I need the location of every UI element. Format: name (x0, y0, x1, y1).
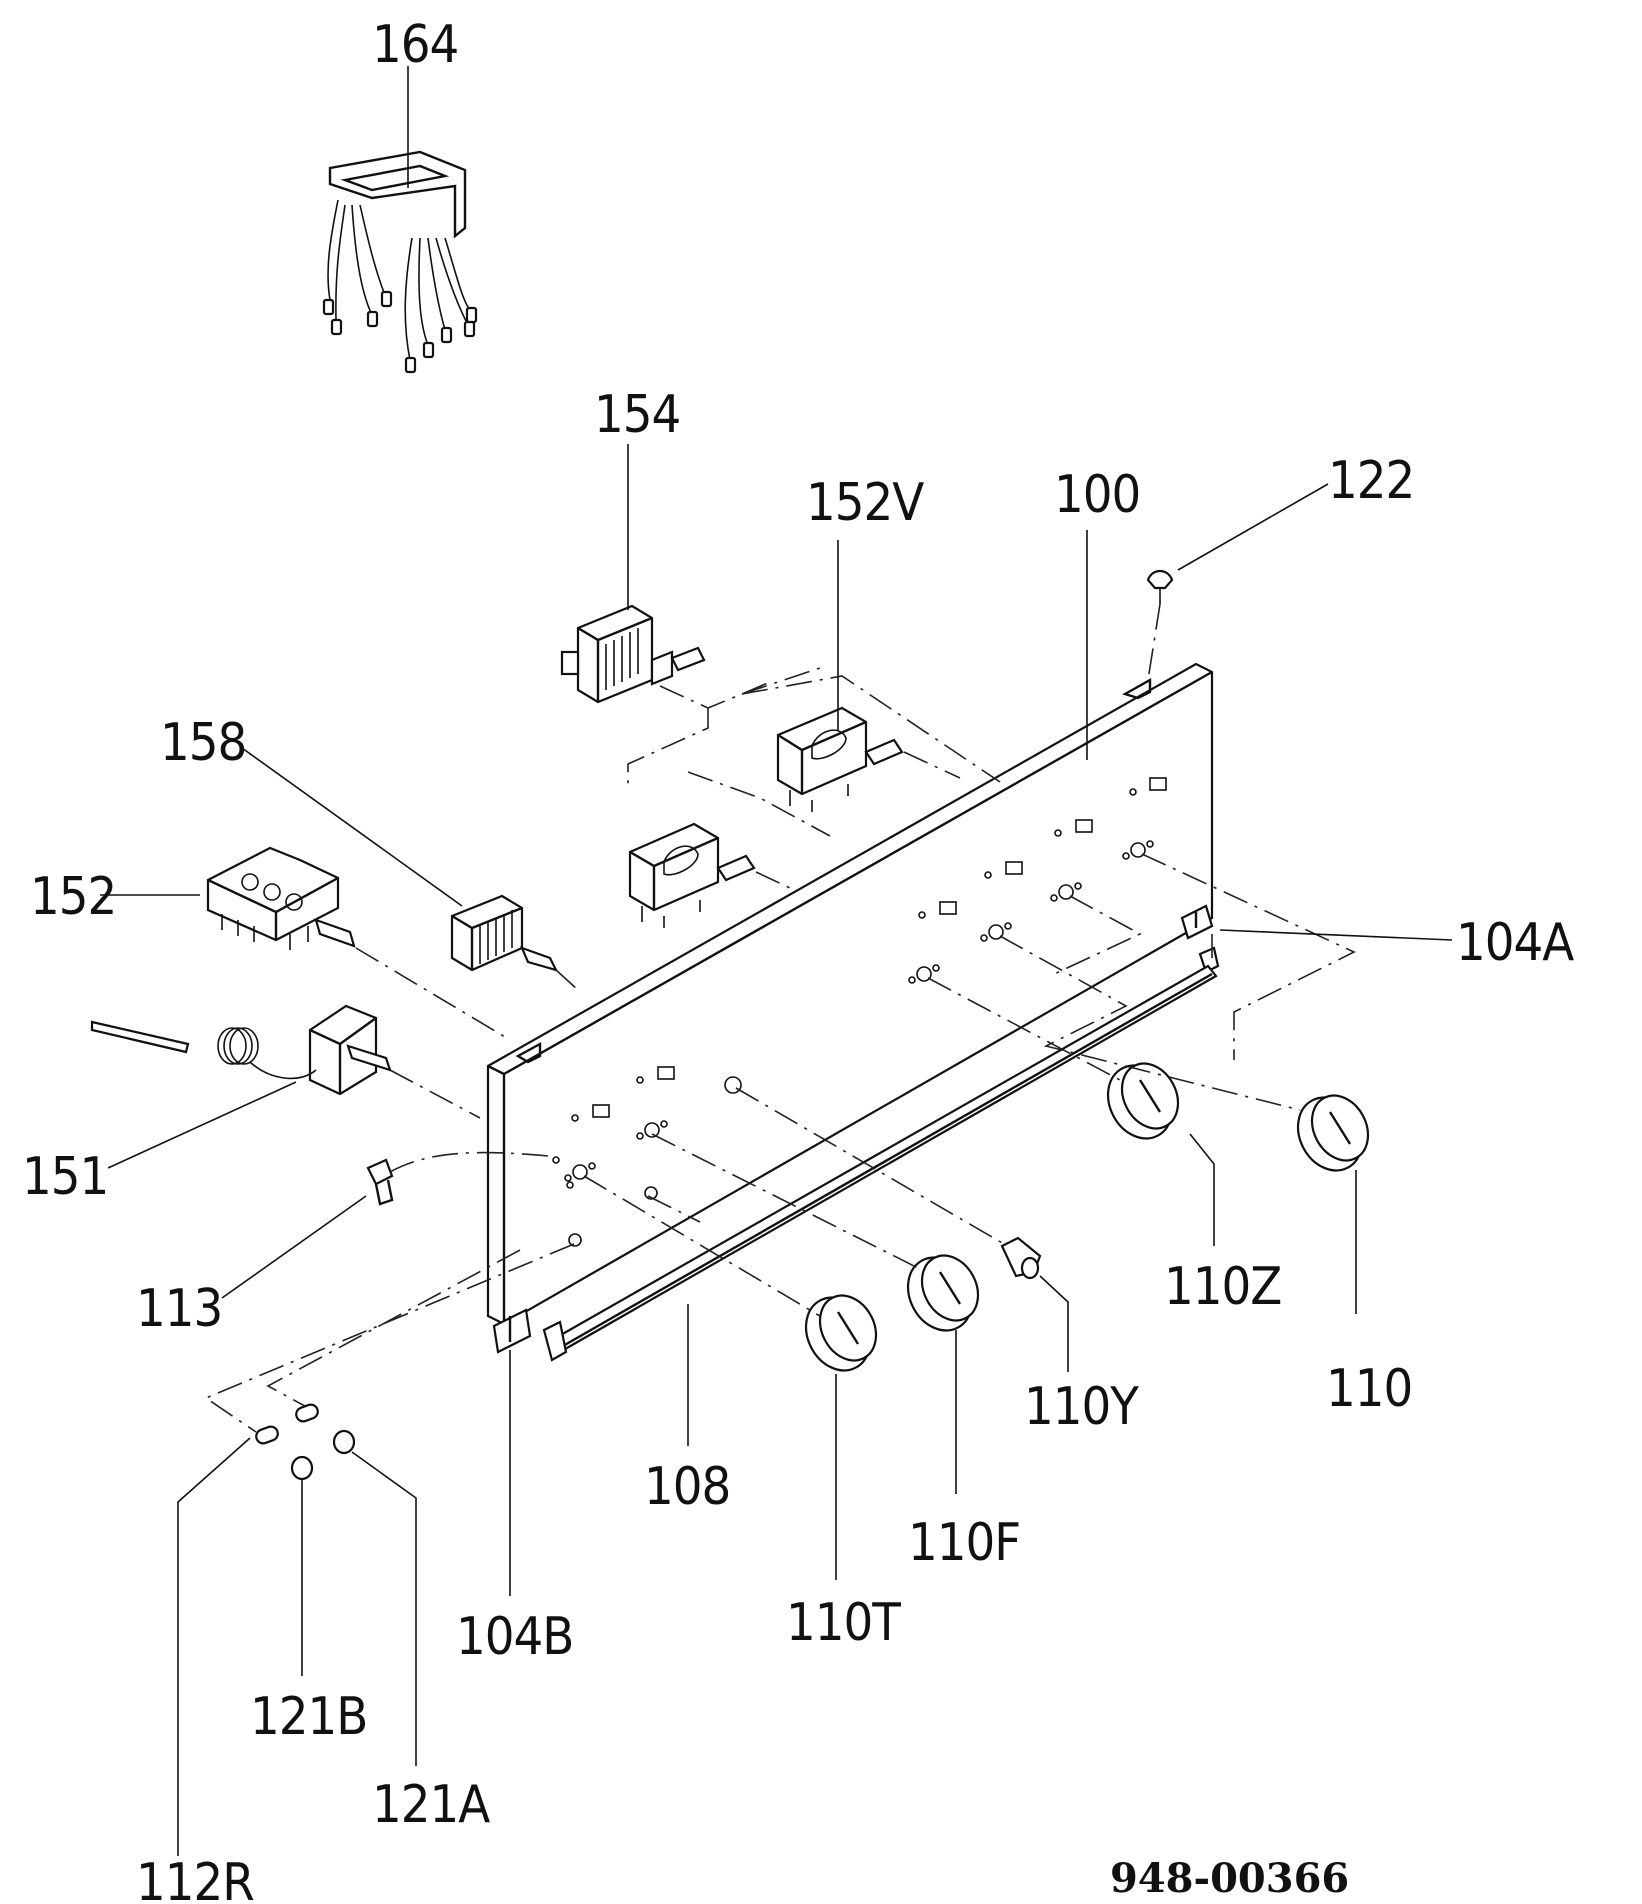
knob-guide-lines (583, 853, 1356, 1317)
label-152: 152 (30, 867, 116, 927)
switch-152V-second (628, 822, 756, 928)
label-110F: 110F (908, 1513, 1020, 1573)
label-110Z: 110Z (1164, 1257, 1281, 1317)
switch-guide-lines (627, 667, 1001, 889)
indicator-lamp-110Y (1000, 1236, 1042, 1280)
label-104B: 104B (456, 1607, 573, 1667)
label-122: 122 (1328, 451, 1414, 511)
knob-110T (804, 1294, 878, 1372)
bracket-104A (1180, 904, 1220, 974)
label-152V: 152V (806, 473, 924, 533)
label-108: 108 (644, 1457, 730, 1517)
label-110T: 110T (786, 1593, 901, 1653)
leader-lines (100, 66, 1453, 1856)
knob-110Z (1106, 1062, 1180, 1140)
label-110: 110 (1326, 1359, 1412, 1419)
label-121A: 121A (372, 1775, 490, 1835)
thermostat-151 (90, 1004, 481, 1119)
bracket-104B (492, 1308, 532, 1354)
label-154: 154 (594, 385, 680, 445)
switch-154 (560, 604, 706, 704)
label-121B: 121B (250, 1687, 367, 1747)
label-113: 113 (136, 1279, 222, 1339)
wiring-harness-164 (322, 150, 478, 374)
knob-110 (1296, 1094, 1370, 1172)
label-151: 151 (22, 1147, 108, 1207)
switch-152V (776, 706, 904, 812)
control-panel-100 (486, 662, 1214, 1326)
knob-110F (906, 1254, 980, 1332)
label-112R: 112R (136, 1853, 254, 1904)
label-104A: 104A (1456, 913, 1574, 973)
small-parts-112R-121A-121B (204, 1243, 575, 1481)
label-158: 158 (160, 713, 246, 773)
switch-158 (450, 894, 579, 991)
switch-152 (206, 846, 511, 1041)
drawing-code: 948-00366 (1110, 1855, 1349, 1902)
screw-122 (1146, 569, 1174, 681)
label-164: 164 (372, 15, 458, 75)
lamp-113 (366, 1151, 549, 1206)
part-labels: 164 154 152V 100 122 158 152 104A 151 11… (22, 15, 1575, 1904)
label-110Y: 110Y (1024, 1377, 1139, 1437)
label-100: 100 (1054, 465, 1140, 525)
